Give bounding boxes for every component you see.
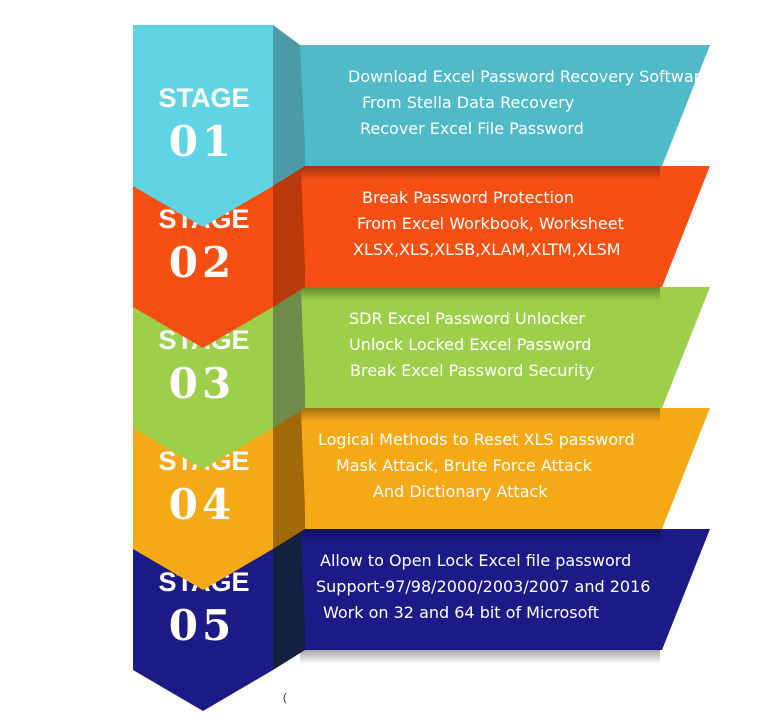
column-side-face <box>273 388 305 549</box>
stage-4-line-3: And Dictionary Attack <box>373 482 548 501</box>
column-side-face <box>273 146 305 307</box>
stage-4-line-1: Logical Methods to Reset XLS password <box>318 430 635 449</box>
stage-3-line-2: Unlock Locked Excel Password <box>349 335 591 354</box>
stage-5-line-1: Allow to Open Lock Excel file password <box>320 551 631 570</box>
stage-number: 05 <box>169 601 235 650</box>
stage-5-banner: Allow to Open Lock Excel file passwordSu… <box>300 529 710 664</box>
stage-3-line-3: Break Excel Password Security <box>350 361 594 380</box>
banner-shadow <box>300 287 660 301</box>
banner-shape <box>300 166 710 287</box>
banner-shadow <box>300 408 660 422</box>
stage-5-line-2: Support-97/98/2000/2003/2007 and 2016 <box>316 577 650 596</box>
stage-number: 03 <box>169 359 235 408</box>
stage-label: STAGE <box>158 83 249 113</box>
column-front-face <box>133 25 273 227</box>
stage-4-banner: Logical Methods to Reset XLS passwordMas… <box>300 408 710 543</box>
banner-shape <box>300 529 710 650</box>
column-side-face <box>273 25 305 186</box>
stage-3-line-1: SDR Excel Password Unlocker <box>349 309 585 328</box>
stage-1: STAGE 01 <box>133 25 305 227</box>
banner-shape <box>300 287 710 408</box>
stray-mark: ( <box>283 692 287 704</box>
stage-4-line-2: Mask Attack, Brute Force Attack <box>336 456 593 475</box>
banner-shape <box>300 408 710 529</box>
banner-shape <box>300 45 710 166</box>
stage-1-line-3: Recover Excel File Password <box>360 119 584 138</box>
stage-1-line-2: From Stella Data Recovery <box>362 93 574 112</box>
stage-1-line-1: Download Excel Password Recovery Softwar… <box>348 67 710 86</box>
banner-shadow <box>300 166 660 180</box>
stage-number: 02 <box>169 238 235 287</box>
stage-2-line-2: From Excel Workbook, Worksheet <box>357 214 624 233</box>
column-side-face <box>273 267 305 428</box>
stage-5-line-3: Work on 32 and 64 bit of Microsoft <box>323 603 599 622</box>
column-side-face <box>273 509 305 670</box>
banner-shadow <box>300 650 660 664</box>
stage-2-line-3: XLSX,XLS,XLSB,XLAM,XLTM,XLSM <box>353 240 621 259</box>
stage-number: 04 <box>169 480 235 529</box>
stage-2-line-1: Break Password Protection <box>362 188 574 207</box>
stage-number: 01 <box>169 117 235 166</box>
stage-1-banner: Download Excel Password Recovery Softwar… <box>300 45 710 180</box>
banner-shadow <box>300 529 660 543</box>
